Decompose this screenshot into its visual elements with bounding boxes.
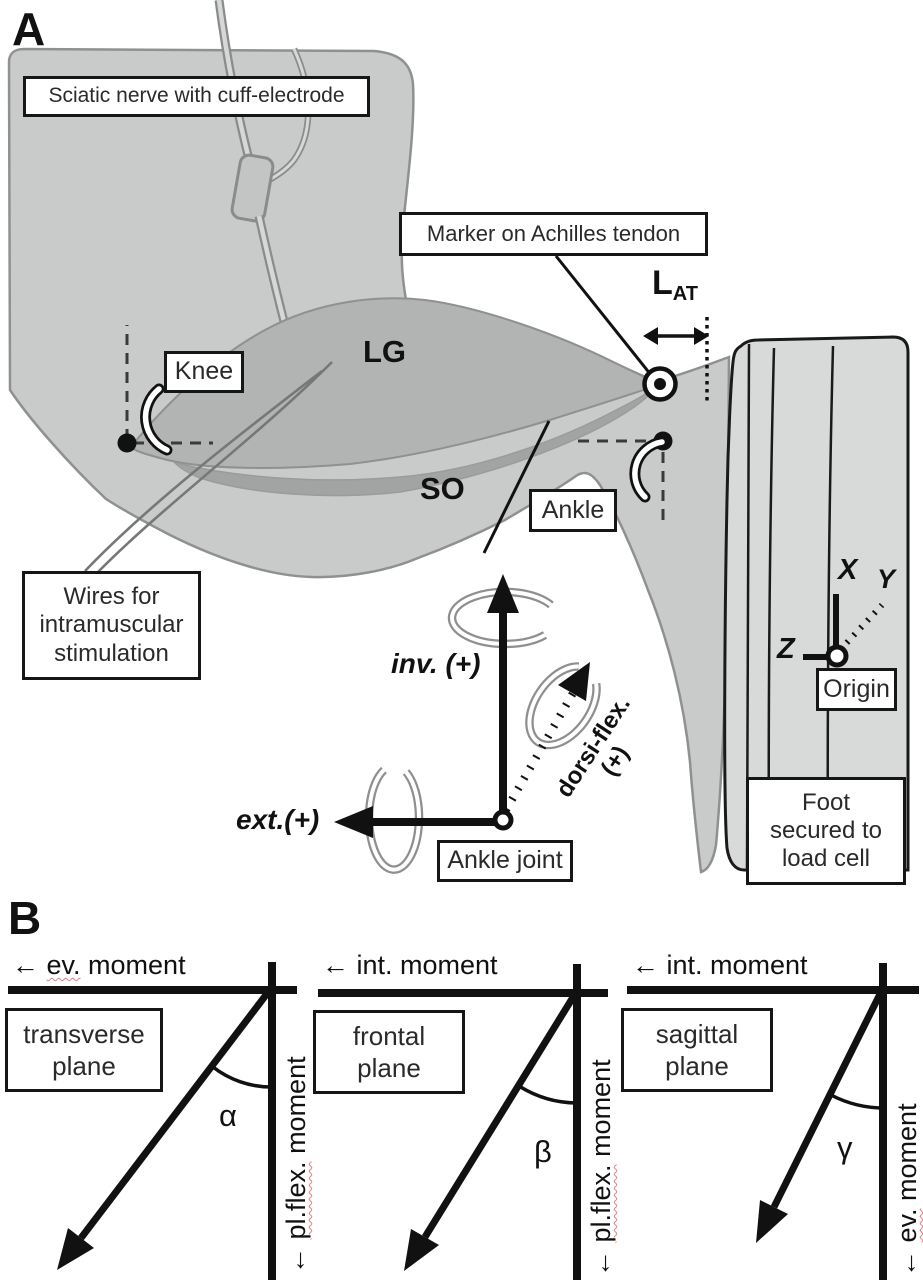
y-axis-dotted-line <box>837 602 885 653</box>
knee-joint-dot <box>117 433 137 453</box>
d1-top-squiggle-word: ev. <box>46 950 81 980</box>
achilles-tendon-length-label: LAT <box>652 264 698 306</box>
achilles-marker-dot <box>654 378 666 390</box>
d1-top-post: moment <box>80 950 186 980</box>
d2-angle-symbol: β <box>534 1134 552 1169</box>
d2-side-post: moment <box>586 1059 616 1165</box>
d3-top-moment-label: ← int. moment <box>632 950 808 981</box>
d1-top-moment-label: ← ev. moment <box>12 950 186 981</box>
so-muscle-shape <box>172 385 658 497</box>
ankle-rotation-arc-core <box>632 439 665 500</box>
extension-axis-rotation-ring-core <box>367 768 421 872</box>
d1-vector-arrow-line <box>78 988 272 1241</box>
load-cell-origin-circle <box>825 644 849 668</box>
dorsiflexion-axis-rotation-ring-core <box>527 664 599 747</box>
d2-vector-arrow-line <box>422 992 578 1239</box>
d3-vector-arrow-line <box>770 990 885 1209</box>
so-pointer-line <box>482 420 551 554</box>
y-axis-label: Y <box>877 564 896 594</box>
d1-side-post: moment <box>281 1056 311 1162</box>
d3-side-moment-label: ← ev. moment <box>892 1103 923 1277</box>
d1-vector-arrowhead <box>57 1228 94 1270</box>
d1-side-moment-label: ← pl.flex. moment <box>281 1056 312 1274</box>
extension-axis-label: ext.(+) <box>236 804 320 835</box>
so-muscle-label: SO <box>420 471 465 506</box>
intramuscular-wire-2 <box>97 361 333 573</box>
d2-side-moment-label: ← pl.flex. moment <box>586 1059 617 1277</box>
ankle-joint-origin-circle <box>492 809 514 831</box>
d2-side-squiggle-word: pl.flex. <box>586 1164 616 1243</box>
dorsiflexion-axis-arrowhead <box>558 662 590 701</box>
marker-pointer-line <box>554 255 653 376</box>
dorsiflexion-axis-rotation-ring-group <box>525 662 601 750</box>
panel-b-letter: B <box>8 892 42 944</box>
cuff-electrode <box>230 153 275 223</box>
d3-side-pre: ← <box>892 1242 922 1277</box>
d3-top-pre: ← int. moment <box>632 950 808 980</box>
sciatic-nerve-label: Sciatic nerve with cuff-electrode <box>23 76 370 117</box>
panel-a-letter: A <box>12 3 46 55</box>
lg-muscle-label: LG <box>363 334 407 369</box>
knee-rotation-arc-core <box>142 386 170 453</box>
d2-angle-arc <box>518 1084 578 1105</box>
d2-vector-arrowhead <box>404 1229 439 1271</box>
d2-plane-label: frontal plane <box>313 1010 465 1094</box>
lat-symbol: L <box>652 264 673 302</box>
knee-label: Knee <box>164 351 244 393</box>
ankle-label: Ankle <box>529 489 617 532</box>
z-axis-label: Z <box>777 633 795 665</box>
d3-angle-symbol: γ <box>837 1130 853 1165</box>
intramuscular-wires-label: Wires for intramuscular stimulation <box>22 571 201 680</box>
panel-a-drawing <box>7 0 910 874</box>
d2-top-pre: ← int. moment <box>322 950 498 980</box>
panel-b-drawing <box>8 962 919 1280</box>
ankle-joint-label: Ankle joint <box>437 840 573 882</box>
lat-arrowhead-left <box>643 327 658 345</box>
d1-top-pre: ← <box>12 950 47 980</box>
inversion-axis-rotation-ring-core <box>450 589 553 646</box>
d1-side-squiggle-word: pl.flex. <box>281 1161 311 1240</box>
d3-side-post: moment <box>892 1103 922 1209</box>
d3-vector-arrowhead <box>756 1200 788 1243</box>
inversion-axis-label: inv. (+) <box>391 648 481 679</box>
d2-top-moment-label: ← int. moment <box>322 950 498 981</box>
intramuscular-wire-1 <box>84 369 323 572</box>
extension-axis-arrowhead <box>334 806 373 838</box>
inversion-axis-arrowhead <box>487 574 519 613</box>
foot-load-cell-label: Foot secured to load cell <box>746 777 906 885</box>
achilles-marker-label: Marker on Achilles tendon <box>399 212 708 256</box>
lat-arrowhead-right <box>694 327 709 345</box>
lat-subscript: AT <box>672 283 698 305</box>
d3-plane-label: sagittal plane <box>621 1008 773 1092</box>
d1-plane-label: transverse plane <box>5 1008 163 1092</box>
d3-side-squiggle-word: ev. <box>892 1208 922 1243</box>
x-axis-label: X <box>838 554 858 586</box>
d2-side-pre: ← <box>586 1242 616 1277</box>
d3-angle-arc <box>830 1093 885 1110</box>
d1-side-pre: ← <box>281 1239 311 1274</box>
origin-label: Origin <box>816 668 897 711</box>
d1-angle-arc <box>211 1065 272 1089</box>
d1-angle-symbol: α <box>219 1098 237 1133</box>
